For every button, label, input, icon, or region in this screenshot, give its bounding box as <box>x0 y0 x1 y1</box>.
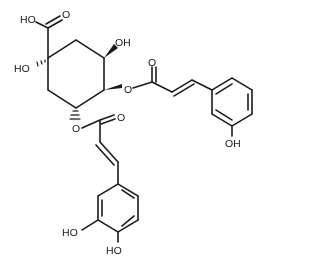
ring-bond <box>117 219 139 233</box>
ring-bond <box>117 183 139 197</box>
p-hydroxyphenyl-ring: OH <box>211 77 253 150</box>
c5-hydroxyl-group: OH <box>104 37 131 58</box>
caffeoyl-4-hydroxyl-label: HO <box>106 245 122 257</box>
ester-b-alkene-double-bond <box>95 144 115 166</box>
chemical-structure: HO O HO OH O O OH <box>14 9 253 257</box>
c1-hydroxyl-group: HO <box>14 59 46 75</box>
c5-hydroxyl-label: OH <box>115 37 131 49</box>
carboxyl-hydroxyl-label: HO <box>20 14 36 26</box>
ring-bond <box>97 183 119 197</box>
ester-b-carbonyl-double-bond <box>99 114 115 121</box>
quinic-acid-ring <box>47 39 105 109</box>
ring-bond <box>47 39 77 59</box>
hash-bond-segment <box>40 60 43 65</box>
p-coumaroyl-ester: O O <box>104 57 213 97</box>
caffeoyl-ester: O O <box>69 110 125 185</box>
p-coumaroyl-hydroxyl-label: OH <box>225 138 241 150</box>
ester-a-c-alkene-bond <box>151 81 173 93</box>
phenol-oh-bond <box>81 219 99 231</box>
carboxyl-oh-bond <box>35 21 49 29</box>
dihydroxyphenyl-ring: HO HO <box>62 183 139 257</box>
carboxyl-co-double-bond <box>45 15 61 25</box>
ester-a-alkene-aryl-bond <box>191 79 213 91</box>
ring-bond <box>211 77 233 91</box>
ring-bond <box>47 89 77 109</box>
ester-b-carbonyl-double-bond <box>100 118 116 125</box>
ring-bond <box>231 77 253 91</box>
aromatic-inner-bond <box>215 83 233 95</box>
aromatic-inner-bond <box>121 215 135 227</box>
ester-b-link-oxygen-label: O <box>72 123 80 135</box>
carboxyl-oxygen-label: O <box>62 9 70 21</box>
ring-bond <box>97 219 119 233</box>
ring-bond <box>75 89 105 109</box>
aromatic-inner-bond <box>215 109 233 121</box>
ester-b-carbonyl-oxygen-label: O <box>117 112 125 124</box>
wedge-bond <box>104 84 122 90</box>
ester-a-carbonyl-oxygen-label: O <box>148 57 156 69</box>
hash-bond-segment <box>36 61 39 67</box>
ring-bond <box>211 113 233 127</box>
ring-bond <box>75 39 105 59</box>
wedge-bond <box>104 44 118 58</box>
ester-b-alkene-double-bond <box>99 141 119 163</box>
aromatic-inner-bond <box>121 189 135 199</box>
ester-a-alkene-double-bond <box>173 83 195 97</box>
carboxylic-acid-group: HO O <box>20 9 70 59</box>
c1-hydroxyl-label: HO <box>14 63 30 75</box>
ester-a-o-c-bond <box>132 81 153 89</box>
ester-a-link-oxygen-label: O <box>124 84 132 96</box>
ring-bond <box>231 113 253 127</box>
ester-b-o-c-bond <box>81 119 101 129</box>
caffeoyl-3-hydroxyl-label: HO <box>62 227 78 239</box>
carboxyl-co-double-bond <box>47 19 63 29</box>
ester-a-alkene-double-bond <box>171 79 193 93</box>
